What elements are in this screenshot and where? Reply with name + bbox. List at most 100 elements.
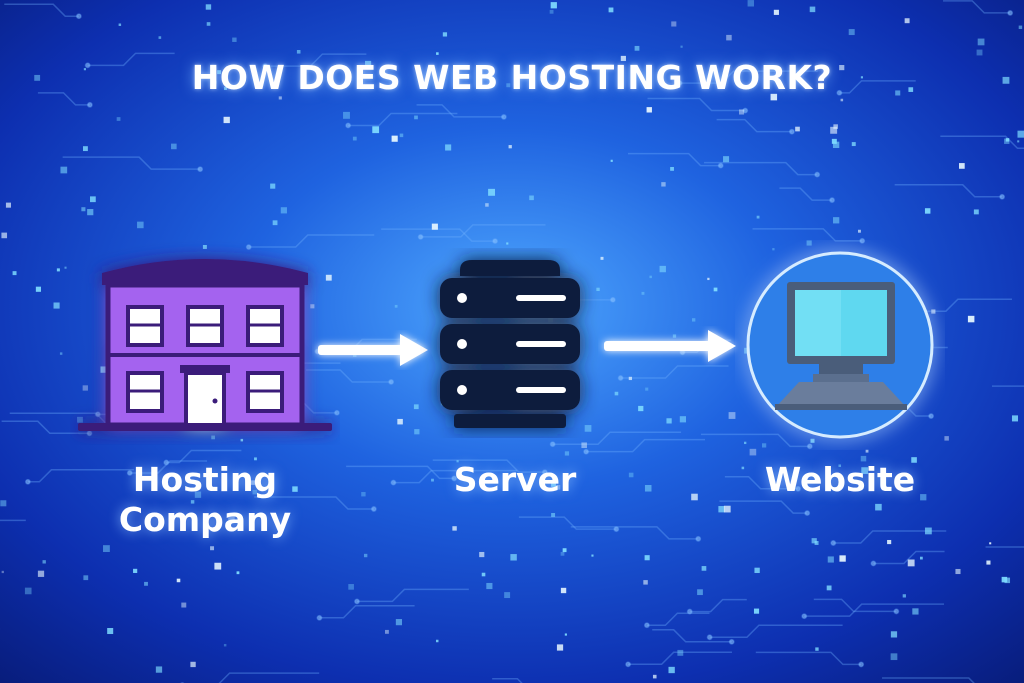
circuit-trace (719, 500, 808, 514)
computer-icon (746, 251, 934, 439)
glow-dot (549, 9, 554, 14)
circuit-node (197, 166, 204, 173)
glow-dot (529, 195, 534, 201)
glow-dot (670, 166, 674, 171)
glow-dot (890, 631, 898, 638)
circuit-trace (346, 465, 455, 480)
circuit-trace (265, 53, 367, 67)
glow-dot (810, 438, 815, 443)
circuit-node (86, 430, 93, 437)
glow-dot (861, 467, 869, 475)
circuit-trace (381, 228, 496, 242)
circuit-node (75, 13, 82, 20)
glow-dot (24, 587, 32, 595)
glow-dot (741, 466, 745, 470)
glow-dot (911, 457, 917, 463)
circuit-trace (833, 530, 947, 544)
glow-dot (272, 220, 278, 226)
building-icon (78, 259, 332, 431)
glow-dot (827, 556, 834, 563)
glow-dot (652, 674, 657, 679)
glow-dot (205, 4, 212, 10)
glow-dot (37, 570, 45, 577)
glow-dot (103, 545, 110, 552)
arrow-right-icon (318, 334, 428, 366)
glow-dot (920, 494, 927, 501)
circuit-trace (248, 234, 375, 248)
circuit-trace (586, 438, 706, 453)
glow-dot (213, 80, 217, 84)
glow-dot (809, 6, 816, 13)
glow-dot (691, 318, 696, 322)
circuit-trace (752, 228, 863, 242)
glow-dot (456, 460, 459, 463)
glow-dot (34, 74, 41, 81)
glow-dot (679, 416, 687, 423)
circuit-node (830, 540, 837, 546)
glow-dot (912, 608, 919, 615)
glow-dot (833, 217, 840, 224)
glow-dot (902, 594, 906, 598)
glow-dot (723, 156, 730, 163)
glow-dot (973, 209, 979, 215)
circuit-trace (628, 651, 732, 666)
glow-dot (42, 560, 46, 564)
circuit-node (94, 411, 101, 418)
circuit-node (788, 128, 795, 135)
glow-dot (506, 83, 511, 88)
circuit-node (1007, 9, 1014, 16)
circuit-node (333, 409, 340, 416)
circuit-trace (62, 156, 201, 170)
glow-dot (59, 352, 63, 355)
glow-dot (155, 666, 163, 673)
circuit-trace (627, 152, 721, 167)
glow-dot (1017, 140, 1020, 143)
glow-dot (254, 457, 257, 461)
glow-dot (223, 643, 227, 647)
circuit-node (86, 101, 93, 108)
circuit-trace (689, 598, 747, 613)
glow-dot (395, 619, 403, 626)
glow-dot (1001, 576, 1008, 583)
glow-dot (610, 159, 613, 162)
glow-dot (83, 575, 89, 581)
glow-dot (485, 203, 489, 207)
glow-dot (372, 126, 380, 134)
glow-dot (728, 412, 736, 419)
glow-dot (35, 286, 42, 292)
glow-dot (924, 208, 931, 214)
circuit-node (859, 237, 866, 244)
glow-dot (944, 436, 949, 441)
glow-dot (176, 578, 181, 583)
glow-dot (826, 585, 832, 591)
circuit-node (804, 510, 811, 517)
glow-dot (924, 527, 932, 535)
glow-dot (137, 221, 144, 229)
glow-dot (967, 315, 975, 323)
circuit-trace (943, 0, 1011, 14)
glow-dot (325, 274, 332, 281)
circuit-trace (779, 187, 833, 201)
glow-dot (508, 145, 512, 149)
circuit-node (858, 661, 865, 668)
glow-dot (919, 556, 923, 560)
glow-dot (1017, 130, 1024, 138)
glow-dot (64, 266, 67, 269)
glow-dot (830, 126, 838, 134)
glow-dot (770, 93, 778, 101)
glow-dot (556, 644, 564, 651)
circuit-node (801, 613, 808, 620)
glow-dot (5, 202, 11, 208)
glow-dot (82, 146, 88, 152)
circuit-node (686, 608, 693, 615)
glow-dot (976, 49, 983, 56)
circuit-node (893, 608, 900, 615)
circuit-node (492, 238, 499, 245)
glow-dot (365, 60, 372, 68)
glow-dot (671, 21, 677, 27)
glow-dot (158, 36, 162, 39)
circuit-trace (518, 516, 617, 530)
hosting-label-line1: Hosting (132, 460, 278, 499)
circuit-trace (873, 550, 945, 565)
glow-dot (77, 416, 83, 423)
